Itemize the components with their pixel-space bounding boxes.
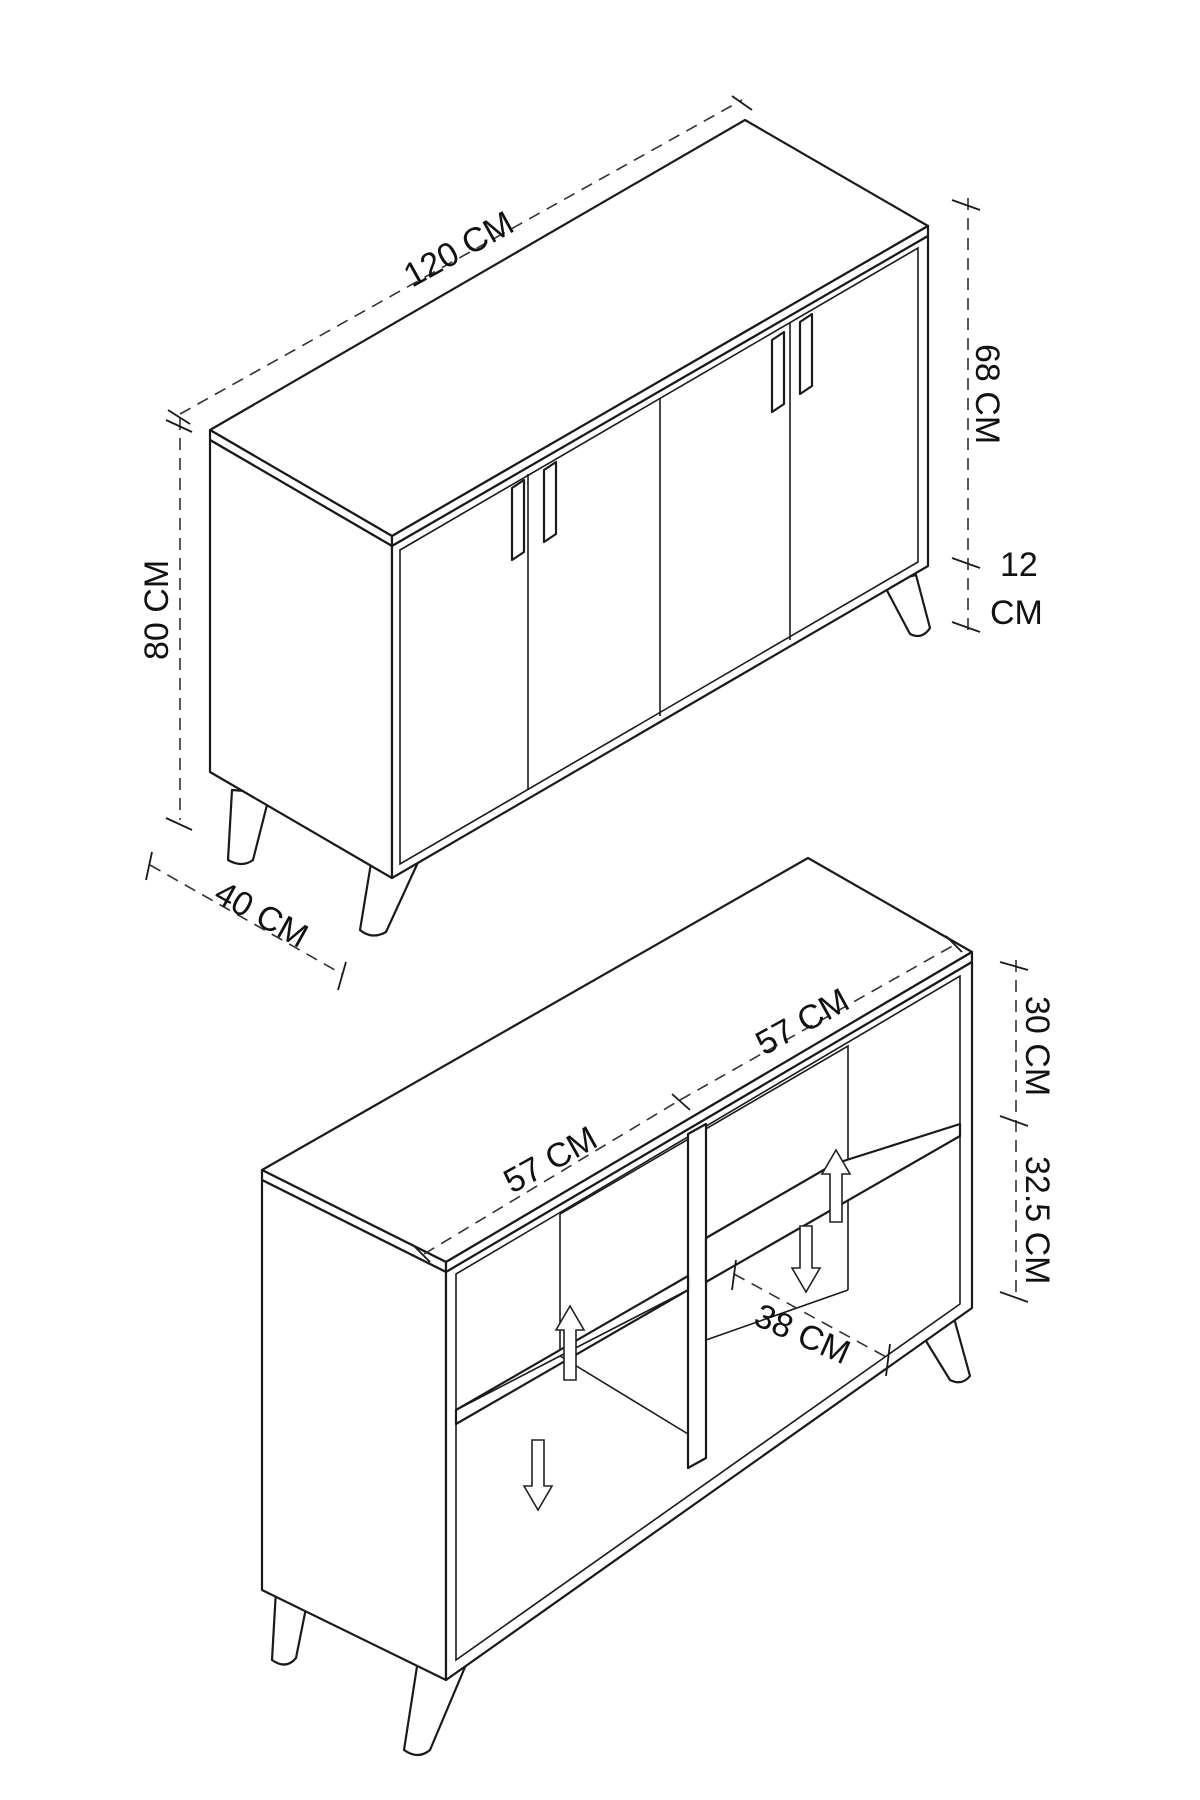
arrow-up-icon <box>820 1148 852 1223</box>
arrow-up-icon <box>554 1304 586 1381</box>
cabinet-legs <box>226 573 932 937</box>
handle-icon <box>798 312 814 396</box>
handle-icon <box>510 478 526 562</box>
open-cabinet <box>260 856 974 1757</box>
handle-icon <box>770 330 786 414</box>
upper-height-label: 30 CM <box>1018 996 1056 1096</box>
dimension-height-80: 80 CM <box>138 418 193 831</box>
shelf-adjust-arrows <box>522 1148 852 1512</box>
height-label: 80 CM <box>138 560 176 660</box>
leg-height-unit: CM <box>990 594 1043 632</box>
arrow-down-icon <box>790 1225 822 1294</box>
closed-cabinet <box>208 118 932 937</box>
dimension-body-and-leg: 68 CM 12 CM <box>951 198 1043 633</box>
door-handles <box>510 312 814 562</box>
body-height-label: 68 CM <box>968 344 1006 444</box>
dimension-shelf-heights: 30 CM 32.5 CM <box>999 960 1056 1303</box>
handle-icon <box>542 460 558 544</box>
depth-label: 40 CM <box>208 874 314 956</box>
arrow-down-icon <box>522 1439 554 1512</box>
dimension-depth-40: 40 CM <box>145 851 347 991</box>
leg-height-value: 12 <box>1000 546 1038 584</box>
lower-height-label: 32.5 CM <box>1018 1156 1056 1285</box>
